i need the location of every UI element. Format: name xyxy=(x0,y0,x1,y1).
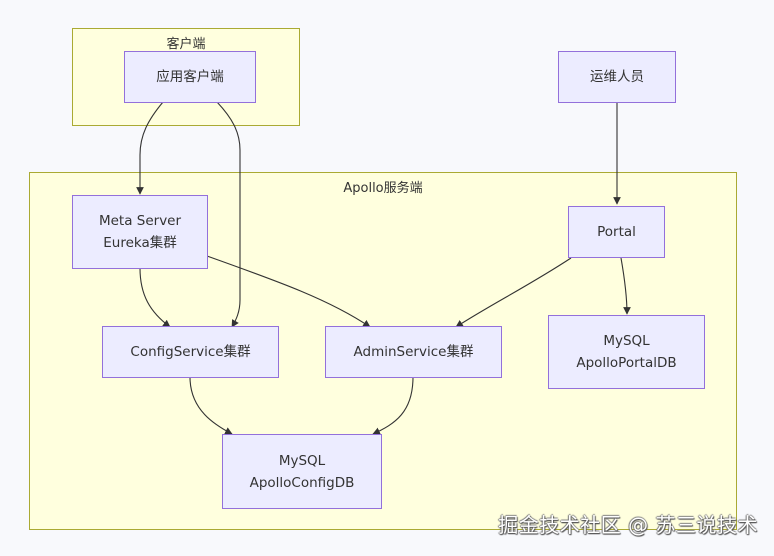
node-portal[interactable]: Portal xyxy=(568,206,665,258)
node-portal-db-line2: ApolloPortalDB xyxy=(576,355,677,371)
node-app-client[interactable]: 应用客户端 xyxy=(124,51,256,103)
node-portal-label: Portal xyxy=(597,224,636,240)
node-meta-server-line2: Eureka集群 xyxy=(103,235,177,251)
node-admin-service-label: AdminService集群 xyxy=(353,344,474,360)
node-admin-service[interactable]: AdminService集群 xyxy=(325,326,502,378)
watermark: 掘金技术社区 @ 苏三说技术 xyxy=(498,513,758,537)
node-ops-personnel[interactable]: 运维人员 xyxy=(558,51,676,103)
node-meta-server-line1: Meta Server xyxy=(98,213,182,229)
node-portal-db-line1: MySQL xyxy=(603,333,650,349)
cluster-apollo-server-label: Apollo服务端 xyxy=(343,181,423,196)
node-meta-server[interactable]: Meta Server Eureka集群 xyxy=(72,195,208,269)
node-config-db-line2: ApolloConfigDB xyxy=(249,474,355,491)
node-config-db-line1: MySQL xyxy=(278,452,326,469)
node-app-client-label: 应用客户端 xyxy=(156,69,224,85)
node-portal-db[interactable]: MySQL ApolloPortalDB xyxy=(548,315,705,389)
node-config-service[interactable]: ConfigService集群 xyxy=(102,326,279,378)
cluster-client-label: 客户端 xyxy=(166,37,206,52)
node-config-db[interactable]: MySQL ApolloConfigDB xyxy=(222,434,382,509)
node-ops-personnel-label: 运维人员 xyxy=(590,69,644,85)
node-config-service-label: ConfigService集群 xyxy=(130,344,251,360)
